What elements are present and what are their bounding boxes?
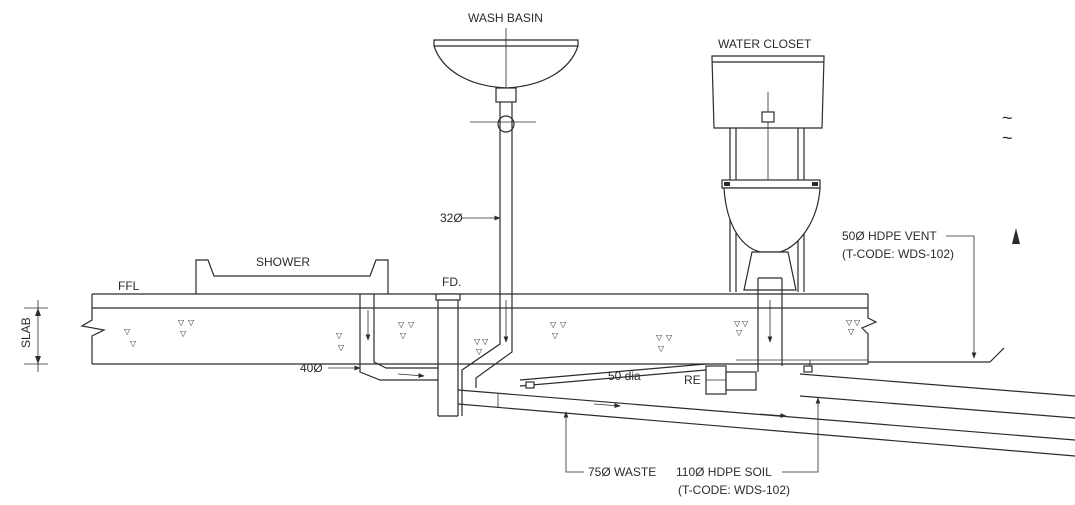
svg-text:▽: ▽: [848, 327, 855, 336]
vent-annotation: 50Ø HDPE VENT (T-CODE: WDS-102): [842, 229, 1005, 363]
svg-text:▽: ▽: [178, 318, 185, 327]
svg-text:▽: ▽: [736, 328, 743, 337]
concrete-aggregate-symbols: ▽ ▽ ▽ ▽ ▽ ▽ ▽ ▽ ▽ ▽ ▽ ▽ ▽ ▽ ▽ ▽ ▽ ▽ ▽ ▽ …: [124, 318, 861, 356]
north-arrow-icon: [1012, 228, 1020, 244]
wash-basin-label: WASH BASIN: [468, 11, 543, 25]
floor-drain: FD.: [435, 275, 461, 417]
svg-text:▽: ▽: [476, 347, 483, 356]
water-closet: WATER CLOSET: [711, 37, 825, 292]
svg-text:▽: ▽: [742, 319, 749, 328]
vent-label-line2: (T-CODE: WDS-102): [842, 247, 954, 261]
ffl-label: FFL: [118, 279, 140, 293]
main-drain-75-waste: [457, 389, 1075, 457]
svg-text:▽: ▽: [336, 331, 343, 340]
svg-text:▽: ▽: [666, 333, 673, 342]
svg-text:▽: ▽: [550, 320, 557, 329]
wash-basin-waste-pipe: 32Ø: [440, 136, 513, 416]
shower-label: SHOWER: [256, 255, 310, 269]
pipe-40-label: 40Ø: [300, 361, 323, 375]
svg-text:▽: ▽: [400, 331, 407, 340]
svg-text:▽: ▽: [398, 320, 405, 329]
svg-text:▽: ▽: [734, 319, 741, 328]
wave-symbol-1: ~: [1002, 108, 1013, 128]
main-drain-110-soil: [799, 373, 1075, 419]
fd-label: FD.: [442, 275, 461, 289]
svg-text:▽: ▽: [408, 320, 415, 329]
svg-text:▽: ▽: [656, 333, 663, 342]
re-label: RE: [684, 373, 701, 387]
pipe-50-dia-label: 50 dia: [608, 369, 641, 383]
wave-symbol-2: ~: [1002, 128, 1013, 148]
svg-text:▽: ▽: [474, 337, 481, 346]
soil-label-line1: 110Ø HDPE SOIL: [676, 465, 772, 479]
soil-label-line2: (T-CODE: WDS-102): [678, 483, 790, 497]
shower-drain-pipe: [359, 294, 438, 381]
floor-slab: [80, 293, 878, 365]
svg-text:▽: ▽: [658, 344, 665, 353]
svg-text:▽: ▽: [124, 327, 131, 336]
waste-75-annotation: 75Ø WASTE: [563, 411, 656, 479]
soil-110-annotation: 110Ø HDPE SOIL (T-CODE: WDS-102): [676, 397, 821, 497]
wc-soil-pipe: [757, 277, 783, 372]
misc-symbols: ~ ~: [1002, 108, 1020, 244]
svg-text:▽: ▽: [846, 318, 853, 327]
water-closet-label: WATER CLOSET: [718, 37, 812, 51]
svg-text:▽: ▽: [560, 320, 567, 329]
vent-label-line1: 50Ø HDPE VENT: [842, 229, 937, 243]
svg-text:▽: ▽: [552, 331, 559, 340]
slab-label: SLAB: [19, 317, 33, 348]
svg-text:▽: ▽: [180, 329, 187, 338]
svg-text:▽: ▽: [854, 318, 861, 327]
slab-dimension: SLAB: [19, 300, 48, 372]
rodding-eye: RE: [684, 365, 757, 395]
wash-basin: WASH BASIN: [433, 11, 579, 136]
waste-75-label: 75Ø WASTE: [588, 465, 656, 479]
svg-text:▽: ▽: [482, 337, 489, 346]
pipe-32-label: 32Ø: [440, 211, 463, 225]
pipe-40-annotation: 40Ø: [300, 361, 361, 375]
svg-text:▽: ▽: [130, 339, 137, 348]
svg-text:▽: ▽: [338, 343, 345, 352]
svg-text:▽: ▽: [188, 318, 195, 327]
pipe-50-dia: 50 dia: [519, 359, 868, 389]
shower-tray: SHOWER: [195, 255, 389, 294]
